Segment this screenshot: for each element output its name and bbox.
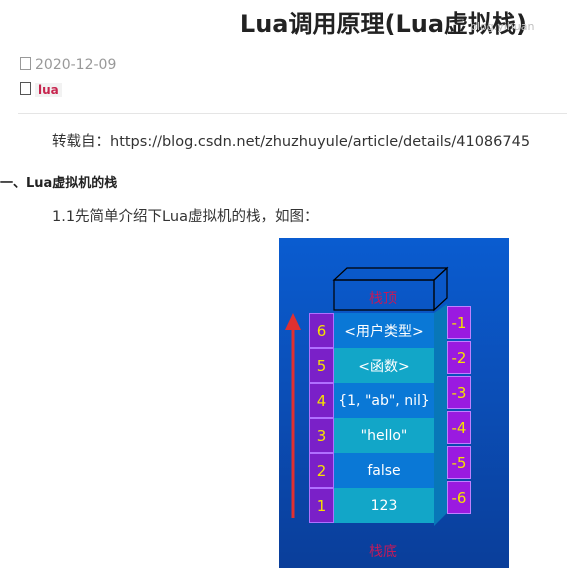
intro-paragraph: 1.1先简单介绍下Lua虚拟机的栈，如图： <box>52 209 319 225</box>
lua-stack-diagram: 栈顶 <用户类型> <函数> {1, "ab", nil} "hello" fa… <box>279 238 509 568</box>
arrow-head <box>285 313 301 330</box>
stack-top-label: 栈顶 <box>369 291 397 307</box>
stack-cell: "hello" <box>334 418 434 453</box>
post-tags: lua <box>20 82 62 98</box>
stack-cell: 123 <box>334 488 434 523</box>
tag-icon <box>20 82 31 95</box>
positive-index: 5 <box>309 348 334 383</box>
stack-cell: <函数> <box>334 348 434 383</box>
post-date: 2020-12-09 <box>20 57 116 73</box>
negative-index: -1 <box>447 306 471 339</box>
stack-bottom-label: 栈底 <box>369 544 397 560</box>
negative-index: -2 <box>447 341 471 374</box>
negative-index: -5 <box>447 446 471 479</box>
section-heading: 一、Lua虚拟机的栈 <box>0 176 118 191</box>
page-title: Lua调用原理(Lua虚拟栈) <box>239 10 527 38</box>
calendar-icon <box>20 57 31 70</box>
negative-index: -3 <box>447 376 471 409</box>
positive-index: 6 <box>309 313 334 348</box>
negative-index: -6 <box>447 481 471 514</box>
positive-index: 3 <box>309 418 334 453</box>
positive-index: 4 <box>309 383 334 418</box>
diagram-canvas <box>285 266 449 526</box>
divider <box>18 113 567 114</box>
source-link[interactable]: 转载自：https://blog.csdn.net/zhuzhuyule/art… <box>52 134 531 150</box>
box-side-face <box>433 266 448 312</box>
stack-cell: false <box>334 453 434 488</box>
stack-side <box>434 304 447 526</box>
tag-lua[interactable]: lua <box>35 83 62 97</box>
positive-index: 1 <box>309 488 334 523</box>
negative-index: -4 <box>447 411 471 444</box>
watermark: blog.yihuan <box>470 20 535 33</box>
positive-index: 2 <box>309 453 334 488</box>
post-date-text: 2020-12-09 <box>35 57 117 73</box>
stack-cell: <用户类型> <box>334 313 434 348</box>
stack-cell: {1, "ab", nil} <box>334 383 434 418</box>
box-top-face <box>332 267 449 281</box>
